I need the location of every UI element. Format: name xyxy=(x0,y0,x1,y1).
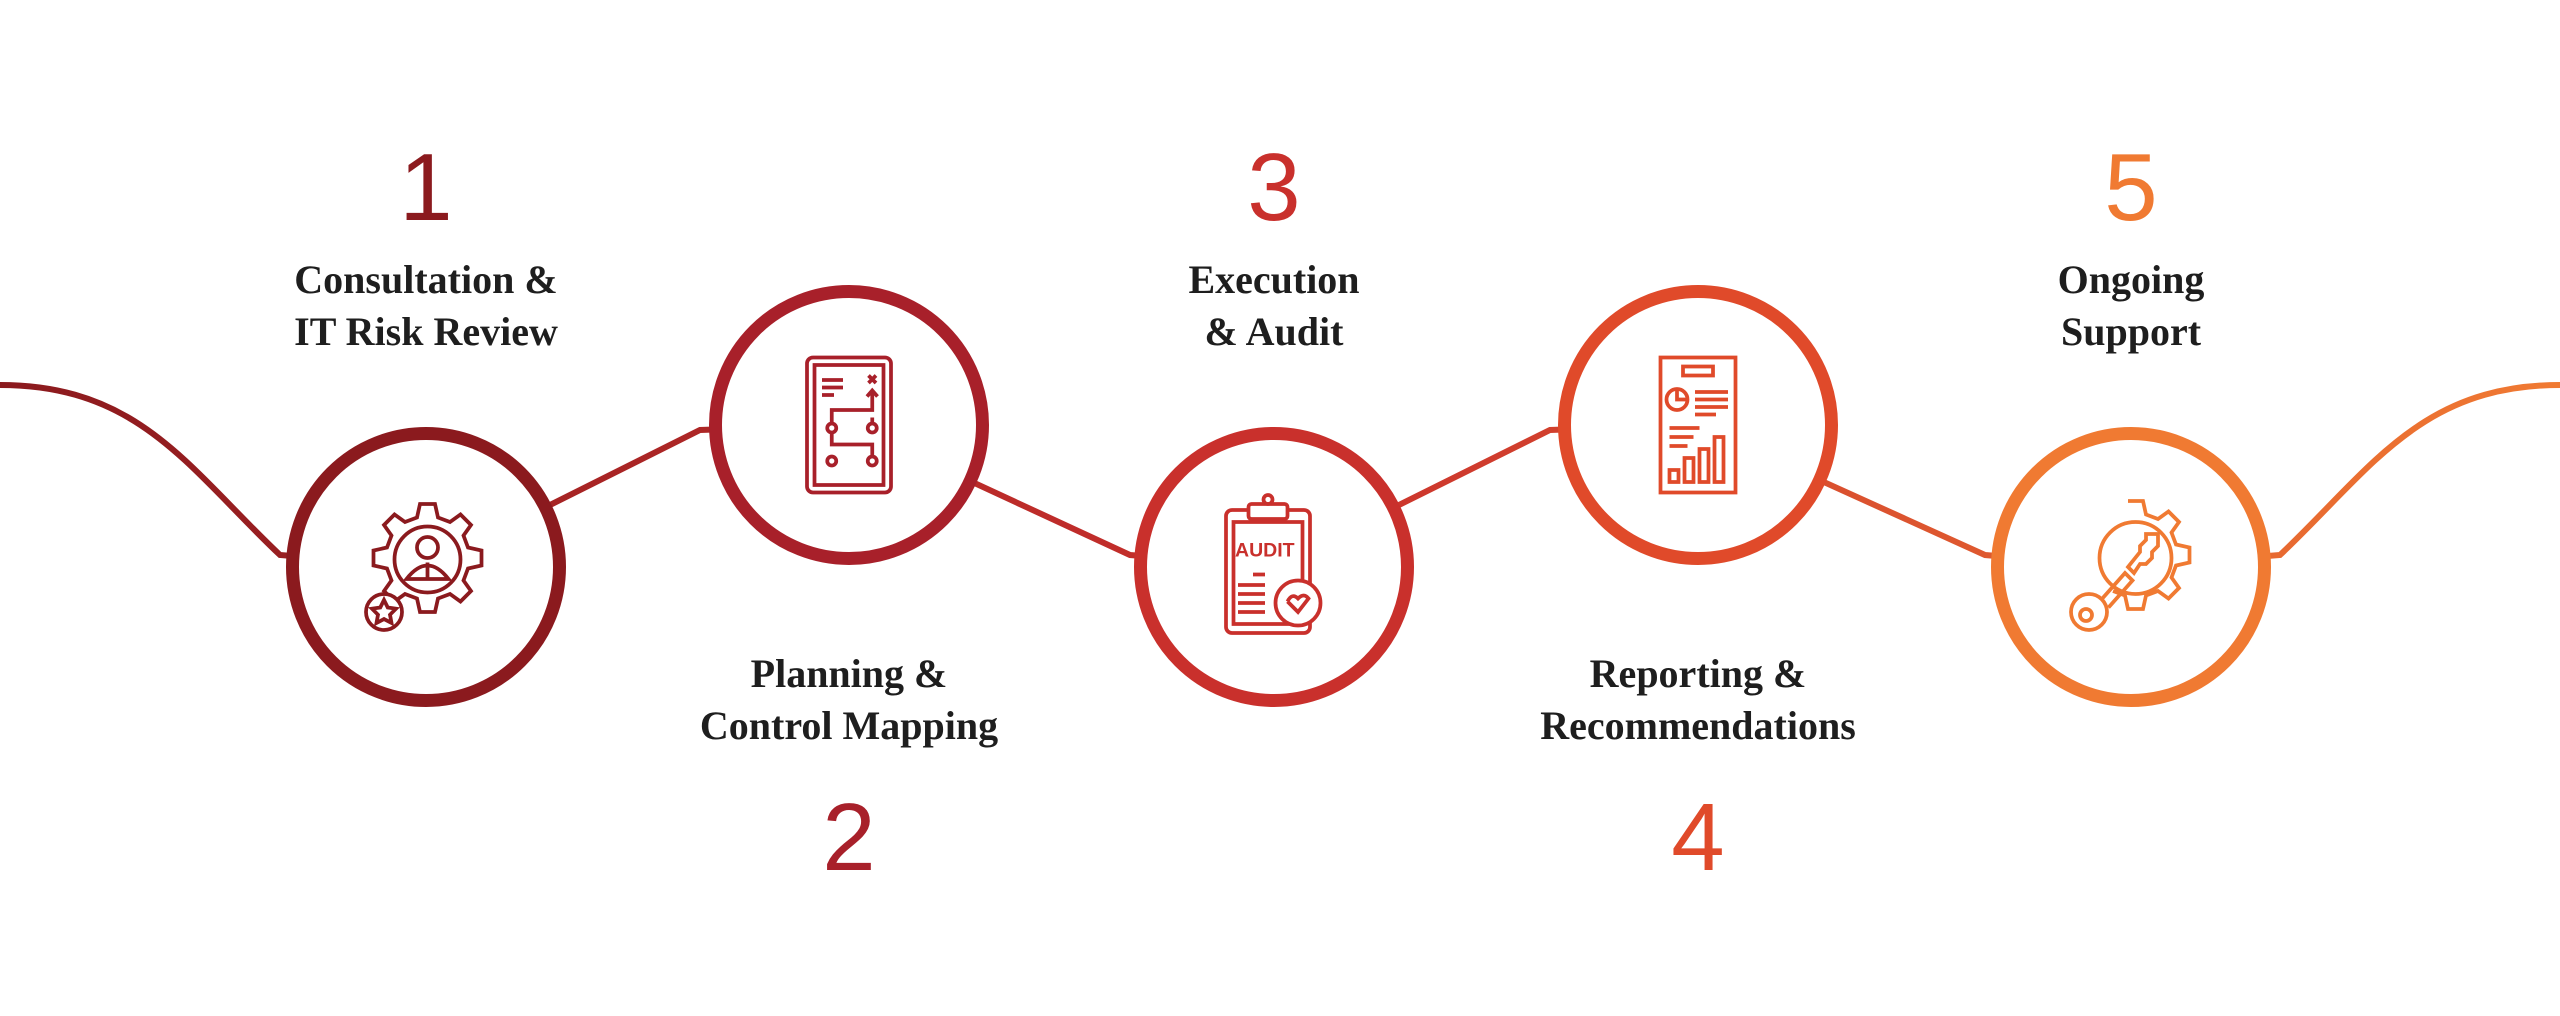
step-number: 4 xyxy=(1671,784,1725,891)
title-line: Planning & xyxy=(750,651,948,696)
step-number: 1 xyxy=(399,134,453,241)
step-title: Planning & Control Mapping xyxy=(609,648,1089,752)
step-title: Ongoing Support xyxy=(1891,254,2371,358)
step-number: 2 xyxy=(822,784,876,891)
title-line: Control Mapping xyxy=(699,703,999,748)
step-title: Consultation & IT Risk Review xyxy=(186,254,666,358)
audit-clipboard-icon: AUDIT xyxy=(1224,493,1323,635)
gear-person-star-icon xyxy=(364,502,484,632)
title-line: IT Risk Review xyxy=(294,309,558,354)
step-number: 5 xyxy=(2104,134,2158,241)
title-line: Execution xyxy=(1188,257,1360,302)
audit-label: AUDIT xyxy=(1235,540,1295,562)
step-circle xyxy=(1991,427,2271,707)
title-line: Recommendations xyxy=(1540,703,1856,748)
step-circle xyxy=(1558,285,1838,565)
step-circle xyxy=(709,285,989,565)
step-title: Execution & Audit xyxy=(1034,254,1514,358)
step-title: Reporting & Recommendations xyxy=(1458,648,1938,752)
gear-wrench-icon xyxy=(2069,499,2192,632)
strategy-board-icon xyxy=(805,355,893,495)
step-number: 3 xyxy=(1247,134,1301,241)
title-line: Support xyxy=(2060,309,2202,354)
title-line: Consultation & xyxy=(294,257,558,302)
title-line: & Audit xyxy=(1204,309,1344,354)
title-line: Ongoing xyxy=(2057,257,2205,302)
report-chart-icon xyxy=(1658,355,1738,495)
step-circle: AUDIT xyxy=(1134,427,1414,707)
title-line: Reporting & xyxy=(1589,651,1807,696)
step-circle xyxy=(286,427,566,707)
